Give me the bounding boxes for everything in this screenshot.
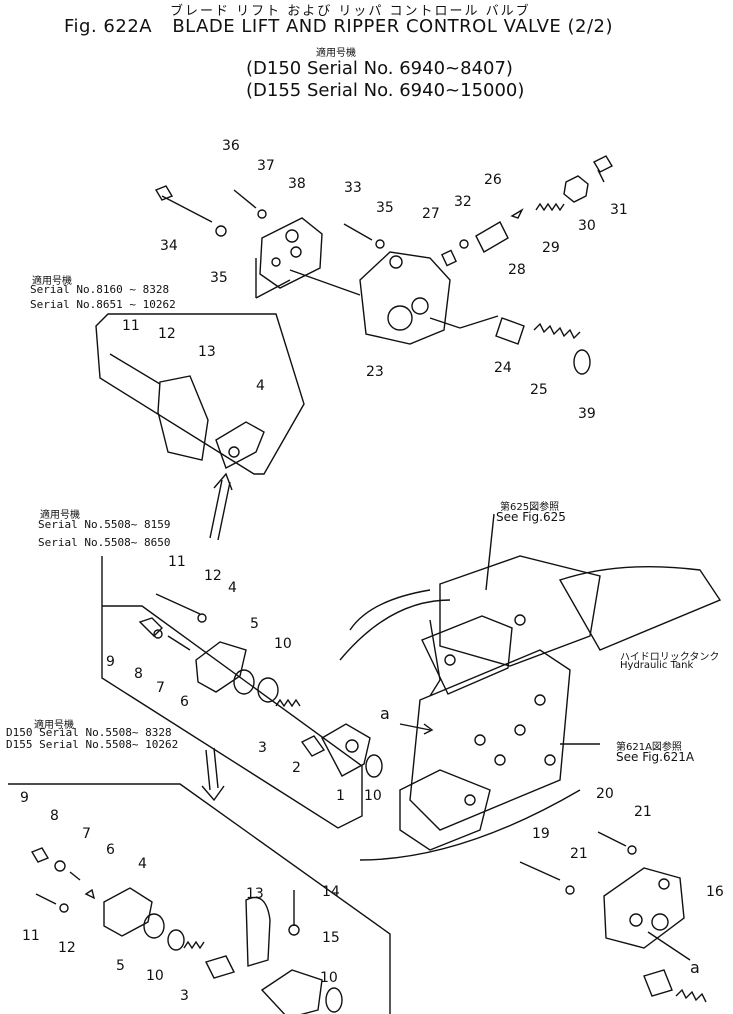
ring-39-part (573, 349, 591, 375)
serial-line-2: (D155 Serial No. 6940~15000) (246, 80, 525, 101)
detail-box-2 (101, 556, 363, 829)
callout-box3-7: 7 (82, 826, 91, 842)
tank-jp: ハイドロリックタンク (620, 652, 720, 663)
callout-35-b: 35 (210, 270, 228, 286)
callout-box3-14: 14 (322, 884, 340, 900)
see621-jp: 第621A図参照 (616, 742, 682, 753)
callout-box3-13: 13 (246, 886, 264, 902)
callout-30: 30 (578, 218, 596, 234)
bolt-34-part (154, 185, 213, 223)
box3-serial-2: D155 Serial No.5508~ 10262 (6, 738, 179, 751)
callout-29: 29 (542, 240, 560, 256)
arrow-hatch-down (205, 747, 219, 791)
box3-serial-1: D150 Serial No.5508~ 8328 (6, 726, 172, 739)
callout-28: 28 (508, 262, 526, 278)
washer-35-part (215, 225, 227, 237)
sleeve-24-part (495, 317, 525, 345)
nut-30-part (563, 175, 589, 203)
callout-box3-6: 6 (106, 842, 115, 858)
callout-16: 16 (706, 884, 724, 900)
callout-box3-10-a: 10 (146, 968, 164, 984)
ref-a-1: a (380, 704, 390, 723)
callout-26: 26 (484, 172, 502, 188)
callout-box2-11: 11 (168, 554, 186, 570)
main-valve-assembly (339, 555, 722, 861)
callout-21-a: 21 (634, 804, 652, 820)
callout-39: 39 (578, 406, 596, 422)
callout-box2-8: 8 (134, 666, 143, 682)
plate-38-part (259, 217, 323, 289)
box1-serial-1: Serial No.8160 ~ 8328 (30, 283, 170, 296)
box2-serial-1: Serial No.5508~ 8159 (38, 518, 171, 531)
callout-box3-12: 12 (58, 940, 76, 956)
box2-jp: 適用号機 (40, 510, 80, 521)
detail-box-1 (95, 313, 305, 475)
callout-box3-5: 5 (116, 958, 125, 974)
callout-box1-13: 13 (198, 344, 216, 360)
callout-box2-12: 12 (204, 568, 222, 584)
callout-box2-1: 1 (336, 788, 345, 804)
callout-34: 34 (160, 238, 178, 254)
callout-box2-6: 6 (180, 694, 189, 710)
callout-box1-4: 4 (256, 378, 265, 394)
see625-jp: 第625図参照 (500, 502, 560, 513)
callout-35-a: 35 (376, 200, 394, 216)
see625-label: See Fig.625 (496, 510, 566, 524)
box3-jp: 適用号機 (34, 720, 74, 731)
callout-23: 23 (366, 364, 384, 380)
box1-serial-2: Serial No.8651 ~ 10262 (30, 298, 176, 311)
arrow-hatch-up (209, 479, 231, 541)
callout-21-b: 21 (570, 846, 588, 862)
japanese-title: ブレード リフト および リッパ コントロール バルブ (170, 4, 531, 19)
callout-box2-3: 3 (258, 740, 267, 756)
callout-box2-10-a: 10 (274, 636, 292, 652)
callout-box2-5: 5 (250, 616, 259, 632)
callout-box3-15: 15 (322, 930, 340, 946)
figure-number: Fig. 622A (64, 16, 153, 37)
callout-box2-7: 7 (156, 680, 165, 696)
callout-box3-9: 9 (20, 790, 29, 806)
callout-31: 31 (610, 202, 628, 218)
callout-32: 32 (454, 194, 472, 210)
cover-16-part (603, 867, 685, 949)
see621-label: See Fig.621A (616, 750, 695, 764)
tank-label: Hydraulic Tank (620, 660, 694, 671)
box1-jp: 適用号機 (32, 276, 72, 287)
box2-serial-2: Serial No.5508~ 8650 (38, 536, 171, 549)
callout-38: 38 (288, 176, 306, 192)
housing-23-part (359, 251, 451, 345)
callout-36: 36 (222, 138, 240, 154)
callout-box3-4: 4 (138, 856, 147, 872)
callout-25: 25 (530, 382, 548, 398)
callout-box3-10-b: 10 (320, 970, 338, 986)
figure-caption: BLADE LIFT AND RIPPER CONTROL VALVE (2/2… (172, 16, 614, 37)
detail-box-3 (8, 783, 391, 1014)
callout-33: 33 (344, 180, 362, 196)
serial-line-1: (D150 Serial No. 6940~8407) (246, 58, 513, 79)
applicable-jp: 適用号機 (316, 48, 356, 59)
callout-box3-11: 11 (22, 928, 40, 944)
callout-box3-3: 3 (180, 988, 189, 1004)
callout-box2-2: 2 (292, 760, 301, 776)
callout-box2-4: 4 (228, 580, 237, 596)
callout-27: 27 (422, 206, 440, 222)
callout-box2-10-b: 10 (364, 788, 382, 804)
callout-19: 19 (532, 826, 550, 842)
spring-29-part (535, 202, 565, 212)
ref-a-2: a (690, 958, 700, 977)
callout-box2-9: 9 (106, 654, 115, 670)
spring-25-part (533, 322, 581, 340)
callout-20: 20 (596, 786, 614, 802)
callout-24: 24 (494, 360, 512, 376)
callout-box1-12: 12 (158, 326, 176, 342)
callout-37: 37 (257, 158, 275, 174)
callout-box3-8: 8 (50, 808, 59, 824)
figure-title: Fig. 622A BLADE LIFT AND RIPPER CONTROL … (64, 16, 613, 37)
callout-box1-11: 11 (122, 318, 140, 334)
